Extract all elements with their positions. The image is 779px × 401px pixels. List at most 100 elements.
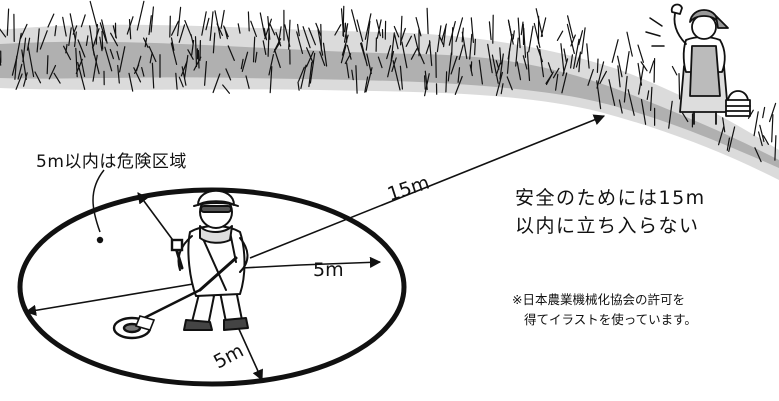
grass-blade bbox=[627, 89, 635, 116]
grass-blade bbox=[405, 35, 412, 47]
grass-blade bbox=[322, 42, 328, 67]
grass-blade bbox=[308, 61, 313, 88]
grass-blade bbox=[650, 86, 653, 111]
grass-blade bbox=[209, 11, 214, 41]
grass-blade bbox=[75, 47, 78, 78]
grass-blade bbox=[34, 71, 42, 84]
grass-blade bbox=[461, 27, 464, 43]
grass-blade bbox=[356, 19, 364, 42]
grass-blade bbox=[566, 23, 575, 54]
arrow-15m bbox=[249, 114, 606, 259]
grass-blade bbox=[771, 114, 774, 143]
grass-blade bbox=[640, 99, 647, 125]
grass-blade bbox=[436, 25, 442, 53]
grass-blade bbox=[99, 36, 103, 52]
grass-blade bbox=[178, 24, 186, 43]
grass-blade bbox=[540, 17, 547, 38]
grass-blade bbox=[399, 65, 403, 90]
grass-blade bbox=[254, 51, 258, 63]
grass-blade bbox=[762, 106, 766, 119]
grass-blade bbox=[508, 20, 514, 45]
grass-blade bbox=[392, 60, 401, 91]
grass-blade bbox=[499, 47, 502, 65]
grass-blade bbox=[224, 27, 228, 40]
grass-blade bbox=[267, 16, 271, 40]
grass-blade bbox=[536, 45, 543, 63]
grass-blade bbox=[308, 27, 316, 46]
distance-label-front: 5m bbox=[210, 340, 247, 374]
grass-blade bbox=[596, 58, 599, 73]
label-pointer-dot bbox=[96, 236, 104, 244]
grass-blade bbox=[387, 50, 395, 78]
grass-blade bbox=[263, 27, 268, 41]
grass-blade bbox=[109, 48, 114, 60]
credit-note-line2: 得てイラストを使っています。 bbox=[524, 312, 697, 327]
grass-blade bbox=[386, 45, 392, 60]
grass-blade bbox=[364, 76, 369, 93]
grass-blade bbox=[317, 29, 324, 56]
arrow-front-radius bbox=[237, 326, 263, 382]
grass-blade bbox=[500, 83, 504, 95]
grass-blade bbox=[205, 17, 210, 31]
grass-blade bbox=[759, 124, 765, 142]
grass-blade bbox=[116, 50, 120, 61]
grass-blade bbox=[567, 15, 574, 39]
grass-blade bbox=[365, 20, 371, 51]
grass-blade bbox=[110, 32, 119, 47]
grass-blade bbox=[245, 75, 250, 89]
grass-blade bbox=[6, 8, 10, 36]
grass-blade bbox=[148, 46, 157, 63]
grass-blade bbox=[0, 28, 7, 38]
grass-blade bbox=[556, 30, 564, 41]
grass-blade bbox=[305, 50, 314, 68]
grass-blade bbox=[637, 62, 643, 86]
grass-blade bbox=[360, 42, 368, 67]
grass-blade bbox=[288, 19, 291, 50]
grass-blade bbox=[611, 39, 619, 63]
grass-blade bbox=[376, 19, 381, 37]
grass-blade bbox=[400, 15, 403, 46]
grass-blade bbox=[77, 61, 86, 90]
grass-blade bbox=[212, 32, 216, 54]
grass-blade bbox=[570, 34, 576, 47]
grass-blade bbox=[274, 49, 281, 68]
grass-blade bbox=[653, 58, 656, 83]
grass-blade bbox=[78, 50, 86, 77]
grass-blade bbox=[722, 117, 726, 133]
grass-blade bbox=[366, 53, 372, 75]
grass-blade bbox=[682, 112, 689, 123]
grass-blade bbox=[718, 126, 725, 146]
grass-blade bbox=[39, 30, 48, 50]
grass-blade bbox=[377, 56, 383, 69]
grass-blade bbox=[237, 23, 241, 34]
grass-blade bbox=[365, 67, 373, 93]
safety-message-line2: 以内に立ち入らない bbox=[515, 215, 700, 237]
grass-blade bbox=[133, 67, 142, 83]
grass-blade bbox=[134, 64, 140, 74]
grass-blade bbox=[561, 72, 568, 94]
distance-label-15m: 15m bbox=[385, 172, 432, 206]
grass-blade bbox=[297, 81, 300, 91]
grass-blade bbox=[268, 54, 274, 76]
grass-blade bbox=[506, 48, 511, 74]
grass-blade bbox=[342, 22, 346, 33]
grass-blade bbox=[302, 26, 311, 49]
grass-blade bbox=[184, 54, 189, 79]
grass-blade bbox=[747, 109, 754, 119]
grass-blade bbox=[193, 56, 202, 71]
grass-blade bbox=[17, 63, 23, 80]
grass-blade bbox=[447, 52, 452, 82]
grass-blade bbox=[36, 28, 40, 53]
grass-blade bbox=[625, 51, 630, 75]
safety-message: 安全のためには15m 以内に立ち入らない bbox=[515, 184, 706, 240]
grass-blade bbox=[599, 70, 607, 85]
grass-blade bbox=[623, 75, 628, 103]
grass-blade bbox=[298, 66, 305, 82]
arrow-right-radius bbox=[299, 256, 382, 268]
grass-blade bbox=[227, 45, 235, 61]
grass-blade bbox=[762, 135, 769, 145]
grass-blade bbox=[528, 25, 534, 53]
grass-blade bbox=[26, 37, 31, 51]
grass-blade bbox=[728, 126, 736, 152]
